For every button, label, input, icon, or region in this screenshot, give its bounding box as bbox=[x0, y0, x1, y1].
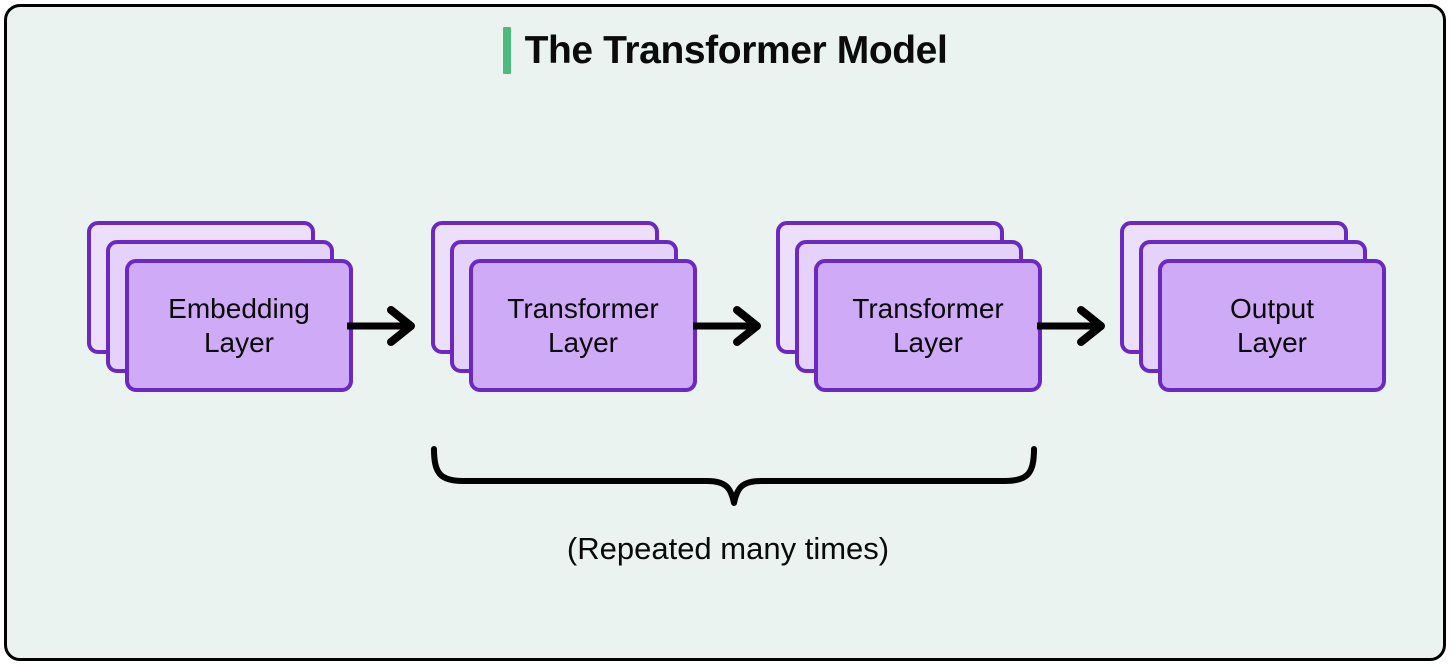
layer-label: Transformer Layer bbox=[507, 293, 659, 358]
stack-card-front[interactable]: Output Layer bbox=[1158, 259, 1386, 392]
page-title: The Transformer Model bbox=[7, 27, 1443, 74]
arrow-right-icon bbox=[1037, 306, 1105, 346]
stack-card-front[interactable]: Transformer Layer bbox=[814, 259, 1042, 392]
layer-stack-transformer-2[interactable]: Transformer Layer bbox=[776, 221, 1042, 393]
layer-label: Output Layer bbox=[1229, 293, 1315, 358]
stack-card-front[interactable]: Embedding Layer bbox=[125, 259, 353, 392]
arrow-right-icon bbox=[347, 306, 415, 346]
layer-label: Embedding Layer bbox=[168, 293, 310, 358]
stack-card-front[interactable]: Transformer Layer bbox=[469, 259, 697, 392]
title-text: The Transformer Model bbox=[524, 29, 948, 72]
layer-stack-transformer-1[interactable]: Transformer Layer bbox=[431, 221, 697, 393]
layer-label: Transformer Layer bbox=[852, 293, 1004, 358]
brace-caption: (Repeated many times) bbox=[566, 531, 890, 566]
diagram-stage: Embedding Layer Transformer Layer Tr bbox=[7, 7, 1443, 658]
diagram-panel: The Transformer Model Embedding Layer Tr… bbox=[4, 4, 1446, 661]
repeat-brace bbox=[431, 446, 1037, 506]
layer-stack-output[interactable]: Output Layer bbox=[1120, 221, 1386, 393]
layer-stack-embedding[interactable]: Embedding Layer bbox=[87, 221, 353, 393]
arrow-right-icon bbox=[693, 306, 761, 346]
title-accent-bar bbox=[502, 27, 511, 74]
